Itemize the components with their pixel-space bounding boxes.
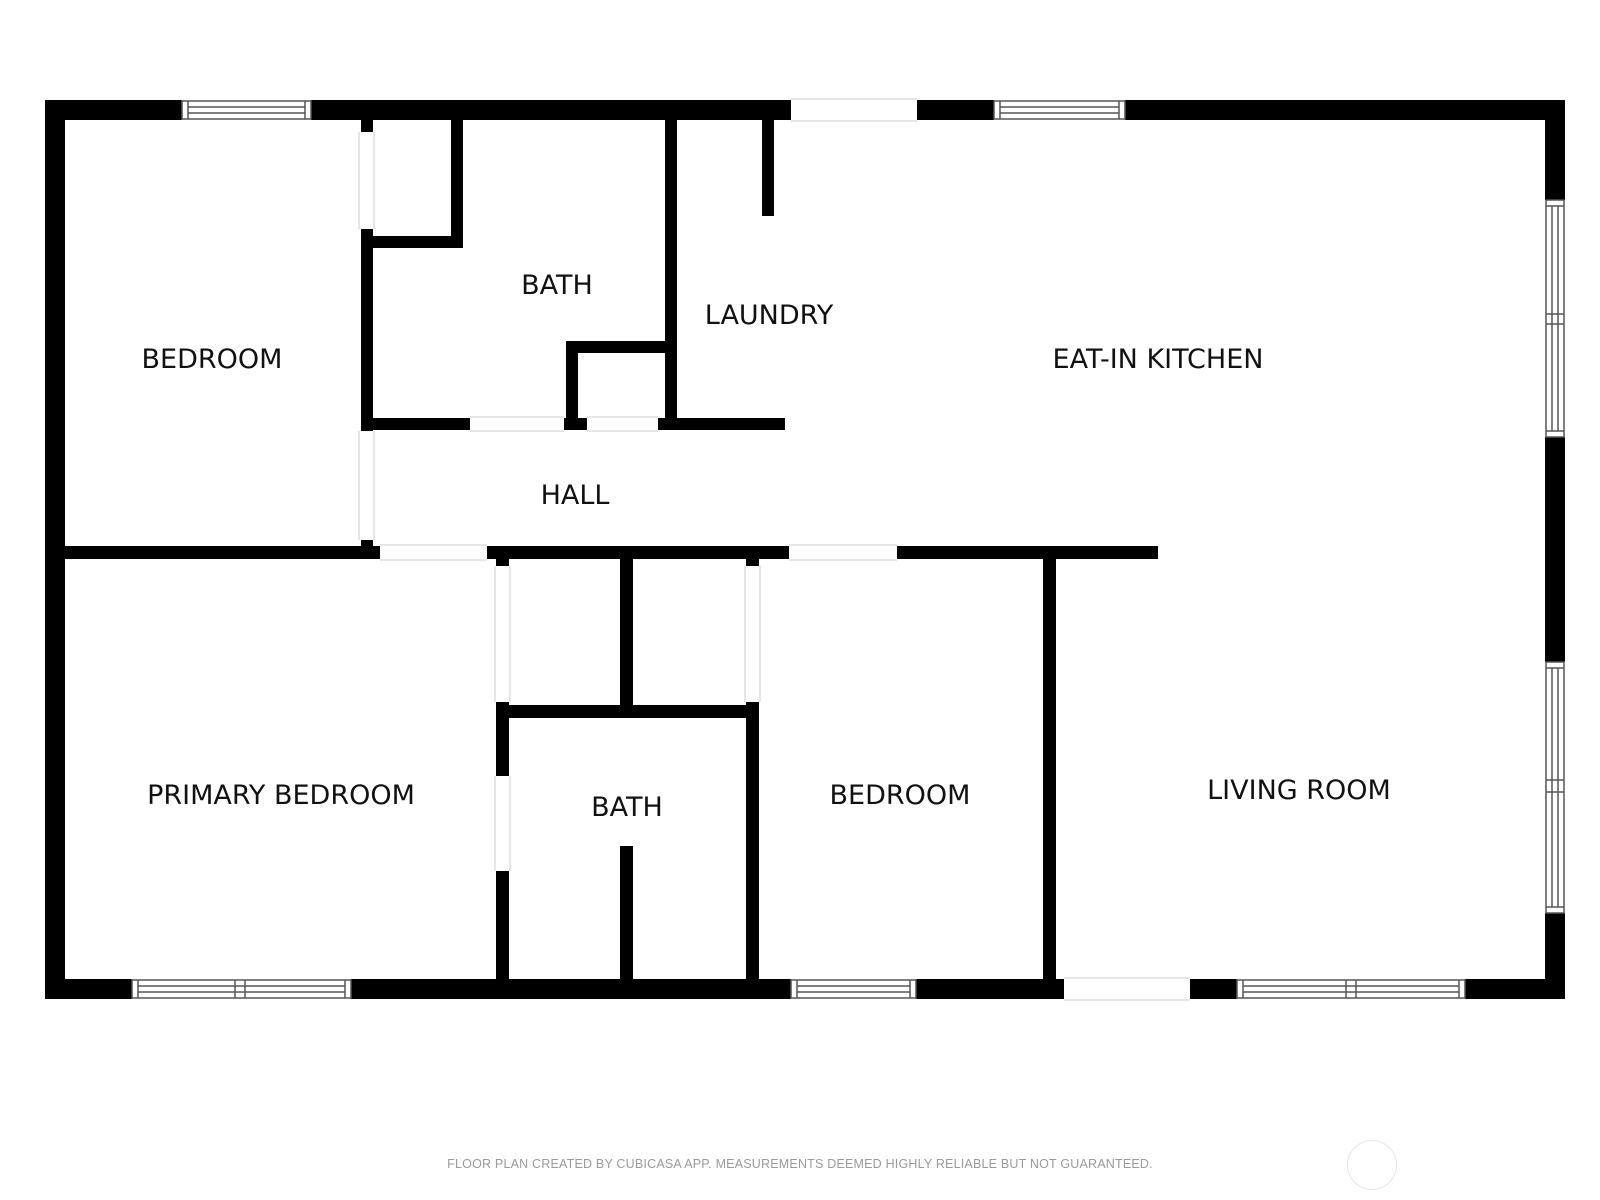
wall-top-d: [1125, 100, 1565, 120]
label-eat-in-kitchen: EAT-IN KITCHEN: [1053, 344, 1264, 375]
window-right-kitchen: [1545, 199, 1565, 438]
wall-bath-laundry: [665, 118, 677, 430]
wall-top-a: [45, 100, 182, 120]
wall-top-b: [311, 100, 791, 120]
wall-bed1-east: [361, 229, 373, 431]
wall-laundry-stub: [762, 118, 774, 216]
wall-left: [45, 100, 65, 999]
label-hall: HALL: [541, 480, 610, 511]
wall-closet-east: [451, 118, 463, 248]
wall-mid-a: [63, 546, 380, 559]
wall-bed2-east: [1043, 554, 1056, 984]
wall-right-c: [1545, 913, 1565, 999]
window-bottom-living: [1236, 979, 1466, 999]
label-primary-bedroom: PRIMARY BEDROOM: [147, 780, 415, 811]
room-labels: BEDROOM BATH LAUNDRY EAT-IN KITCHEN HALL…: [142, 270, 1391, 823]
wall-right-a: [1545, 100, 1565, 200]
wall-bath2-east: [746, 702, 759, 984]
window-right-living: [1545, 661, 1565, 914]
wall-bottom-c: [916, 979, 1064, 999]
wall-mid-b: [487, 546, 789, 559]
wall-bottom-d: [1190, 979, 1237, 999]
windows: [131, 100, 1565, 999]
label-bath-1: BATH: [521, 270, 593, 301]
wall-hall-north-b: [564, 418, 587, 430]
wall-top-c: [917, 100, 994, 120]
wall-bed1-east-top: [361, 118, 373, 132]
label-living-room: LIVING ROOM: [1207, 775, 1391, 806]
label-bedroom-1: BEDROOM: [142, 344, 283, 375]
window-bottom-primary: [131, 979, 352, 999]
wall-bath2-west-b: [496, 871, 509, 984]
footer-disclaimer: FLOOR PLAN CREATED BY CUBICASA APP. MEAS…: [447, 1157, 1153, 1171]
wall-bottom-a: [45, 979, 132, 999]
wall-hall-north-c: [658, 418, 785, 430]
wall-linen-west: [566, 341, 578, 429]
label-bedroom-2: BEDROOM: [830, 780, 971, 811]
label-laundry: LAUNDRY: [705, 300, 834, 331]
interior-walls: [63, 118, 1158, 984]
label-bath-2: BATH: [591, 792, 663, 823]
wall-bath2-stub: [620, 846, 633, 984]
wall-mid-c: [897, 546, 1158, 559]
wall-bottom-b: [351, 979, 791, 999]
wall-bottom-e: [1465, 979, 1565, 999]
wall-bath2-west-a: [496, 702, 509, 776]
openings: [358, 98, 1190, 1001]
window-top-bedroom: [181, 100, 312, 120]
wall-hall-north-a: [361, 418, 470, 430]
logo-mark: [1347, 1140, 1397, 1190]
exterior-walls: [45, 100, 1565, 999]
window-bottom-bedroom: [790, 979, 917, 999]
wall-closet-mid: [620, 554, 633, 717]
wall-closet-south2: [496, 705, 759, 718]
wall-closet2-east-top: [746, 554, 759, 566]
wall-right-b: [1545, 437, 1565, 662]
window-top-kitchen: [993, 100, 1126, 120]
wall-closet2-west-top: [496, 554, 509, 566]
wall-linen-top: [566, 341, 672, 353]
wall-closet-south: [361, 236, 463, 248]
